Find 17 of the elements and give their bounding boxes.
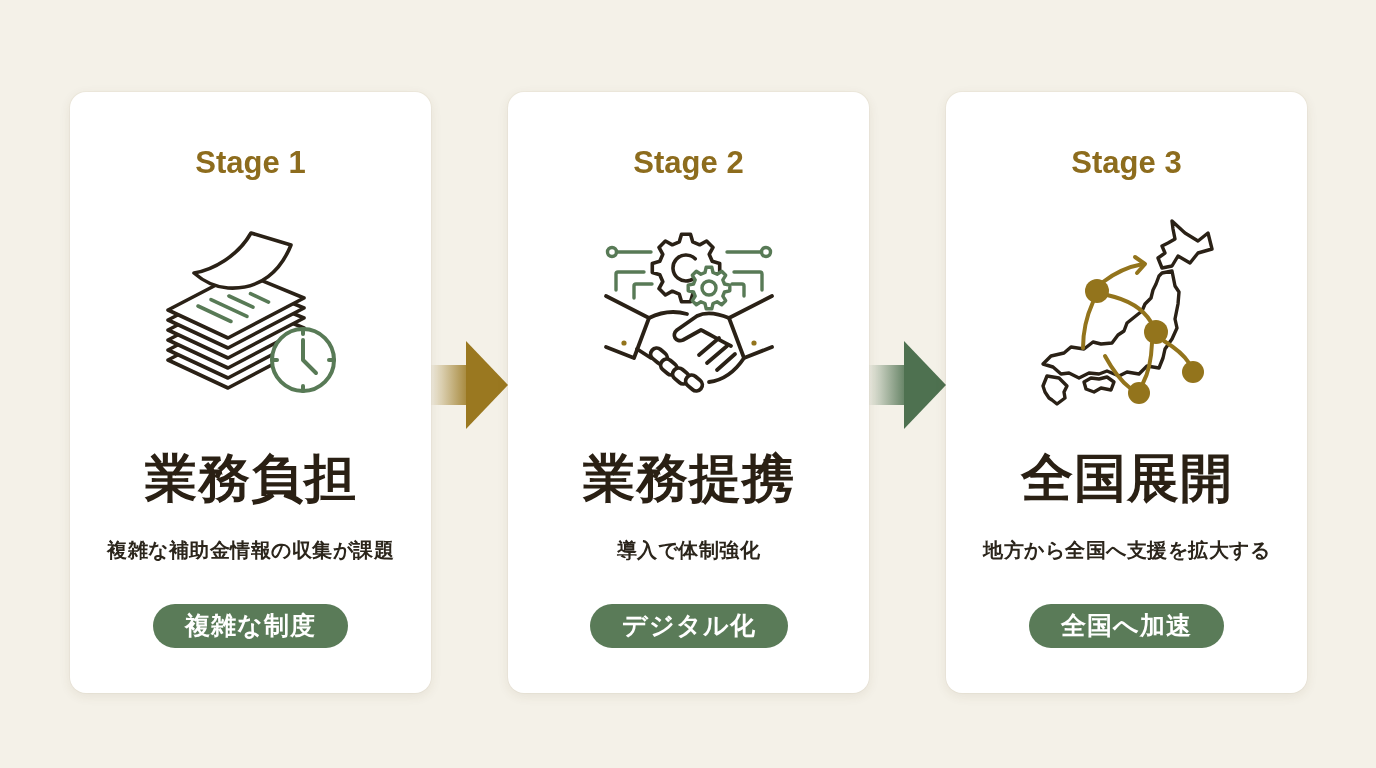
stage-label: Stage 1 bbox=[195, 145, 306, 181]
stage-label: Stage 2 bbox=[633, 145, 744, 181]
stage-description: 地方から全国へ支援を拡大する bbox=[983, 537, 1270, 564]
arrow bbox=[869, 341, 946, 429]
stage-card bbox=[508, 92, 869, 693]
stage-tag: 全国へ加速 bbox=[1029, 604, 1224, 648]
stage-title: 業務提携 bbox=[582, 448, 795, 508]
stage-title: 全国展開 bbox=[1020, 448, 1233, 508]
stage-description: 複雑な補助金情報の収集が課題 bbox=[107, 537, 394, 564]
stage-tag: デジタル化 bbox=[589, 604, 788, 648]
stage-tag: 複雑な制度 bbox=[153, 604, 348, 648]
arrow bbox=[431, 341, 508, 429]
stage-title: 業務負担 bbox=[144, 448, 357, 508]
stage-card bbox=[70, 92, 431, 693]
stage-card bbox=[946, 92, 1307, 693]
stage-label: Stage 3 bbox=[1071, 145, 1182, 181]
stage-description: 導入で体制強化 bbox=[616, 537, 761, 564]
